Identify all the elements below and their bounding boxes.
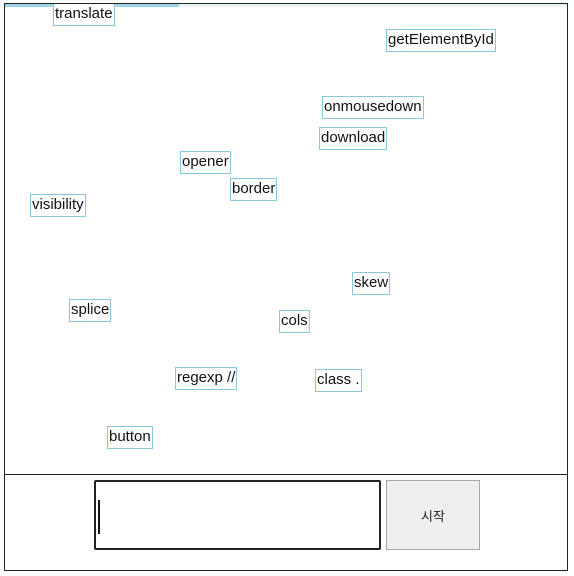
falling-word: visibility xyxy=(30,194,86,217)
answer-input[interactable] xyxy=(94,480,381,550)
falling-word: opener xyxy=(180,151,231,174)
falling-word: cols xyxy=(279,310,310,333)
text-caret xyxy=(98,500,100,534)
falling-word: download xyxy=(319,127,388,150)
controls-bar: 시작 xyxy=(5,475,567,571)
falling-word: getElementById xyxy=(386,29,496,52)
falling-word: border xyxy=(230,178,278,201)
falling-word: skew xyxy=(352,272,391,295)
word-play-area: translate getElementById onmousedown dow… xyxy=(5,4,567,475)
falling-word: class . xyxy=(315,369,362,392)
falling-word: splice xyxy=(69,299,112,322)
falling-word: onmousedown xyxy=(322,96,424,119)
game-frame: translate getElementById onmousedown dow… xyxy=(4,3,568,571)
falling-word: button xyxy=(107,426,153,449)
falling-word: regexp // xyxy=(175,367,238,390)
start-button[interactable]: 시작 xyxy=(386,480,480,550)
falling-word: translate xyxy=(53,4,115,26)
